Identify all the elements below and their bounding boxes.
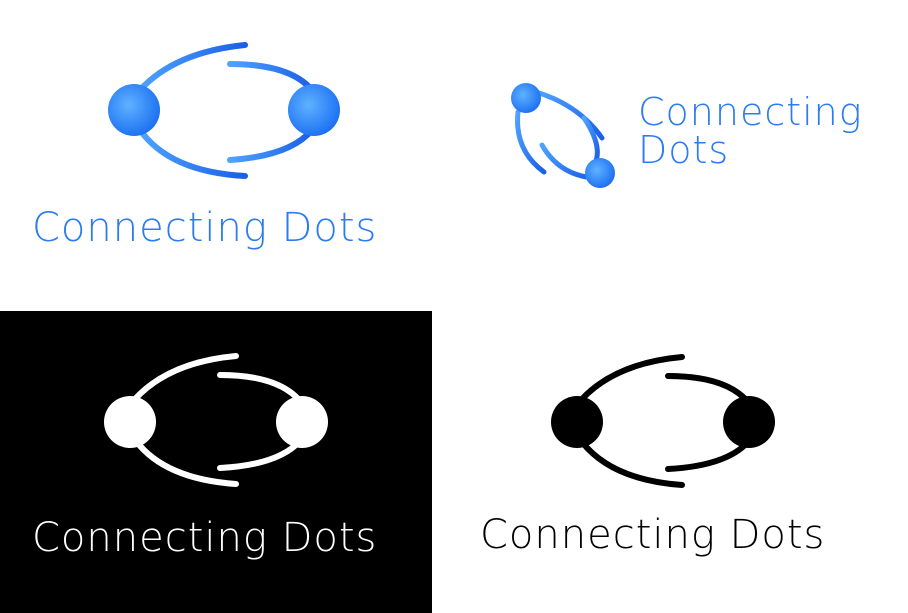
logo-variant-blue-stacked: Connecting Dots [454,0,908,306]
logo-variant-blue-horizontal: Connecting Dots [0,0,454,306]
arc-bottom-left [133,438,239,487]
brand-wordmark: Connecting Dots [480,512,826,558]
logo-variant-white-on-black: Connecting Dots [0,311,432,613]
logo-variant-black-on-white: Connecting Dots [432,306,908,613]
dot-right [276,396,328,448]
arc-top-right [227,61,315,93]
brand-wordmark-line1: Connecting [638,90,863,134]
arc-bottom-left [579,439,685,488]
connecting-dots-logo-icon [511,83,615,188]
connecting-dots-logo-icon [108,42,340,179]
brand-wordmark-line2: Dots [638,128,730,172]
arc-bottom-right [217,438,303,471]
arc-top-left [137,42,248,93]
arc-top-left [133,353,239,401]
arc-upper [533,89,605,141]
arc-top-right [665,373,751,405]
dot-left [104,396,156,448]
dot-left [551,396,603,448]
connecting-dots-logo-icon [551,354,775,488]
arc-bottom-right [227,127,315,163]
brand-wordmark: Connecting Dots [32,205,378,251]
dot-upper [511,83,541,113]
arc-top-right [217,372,303,404]
arc-bottom-right [665,439,751,472]
connecting-dots-logo-icon [104,353,328,487]
arc-bottom-left [137,127,248,179]
brand-wordmark: Connecting Dots [32,515,378,561]
arc-top-left [579,354,685,402]
arc-right [581,115,600,168]
dot-right [723,396,775,448]
arc-left [515,109,547,175]
dot-left [108,84,160,136]
dot-lower [585,158,615,188]
dot-right [288,84,340,136]
